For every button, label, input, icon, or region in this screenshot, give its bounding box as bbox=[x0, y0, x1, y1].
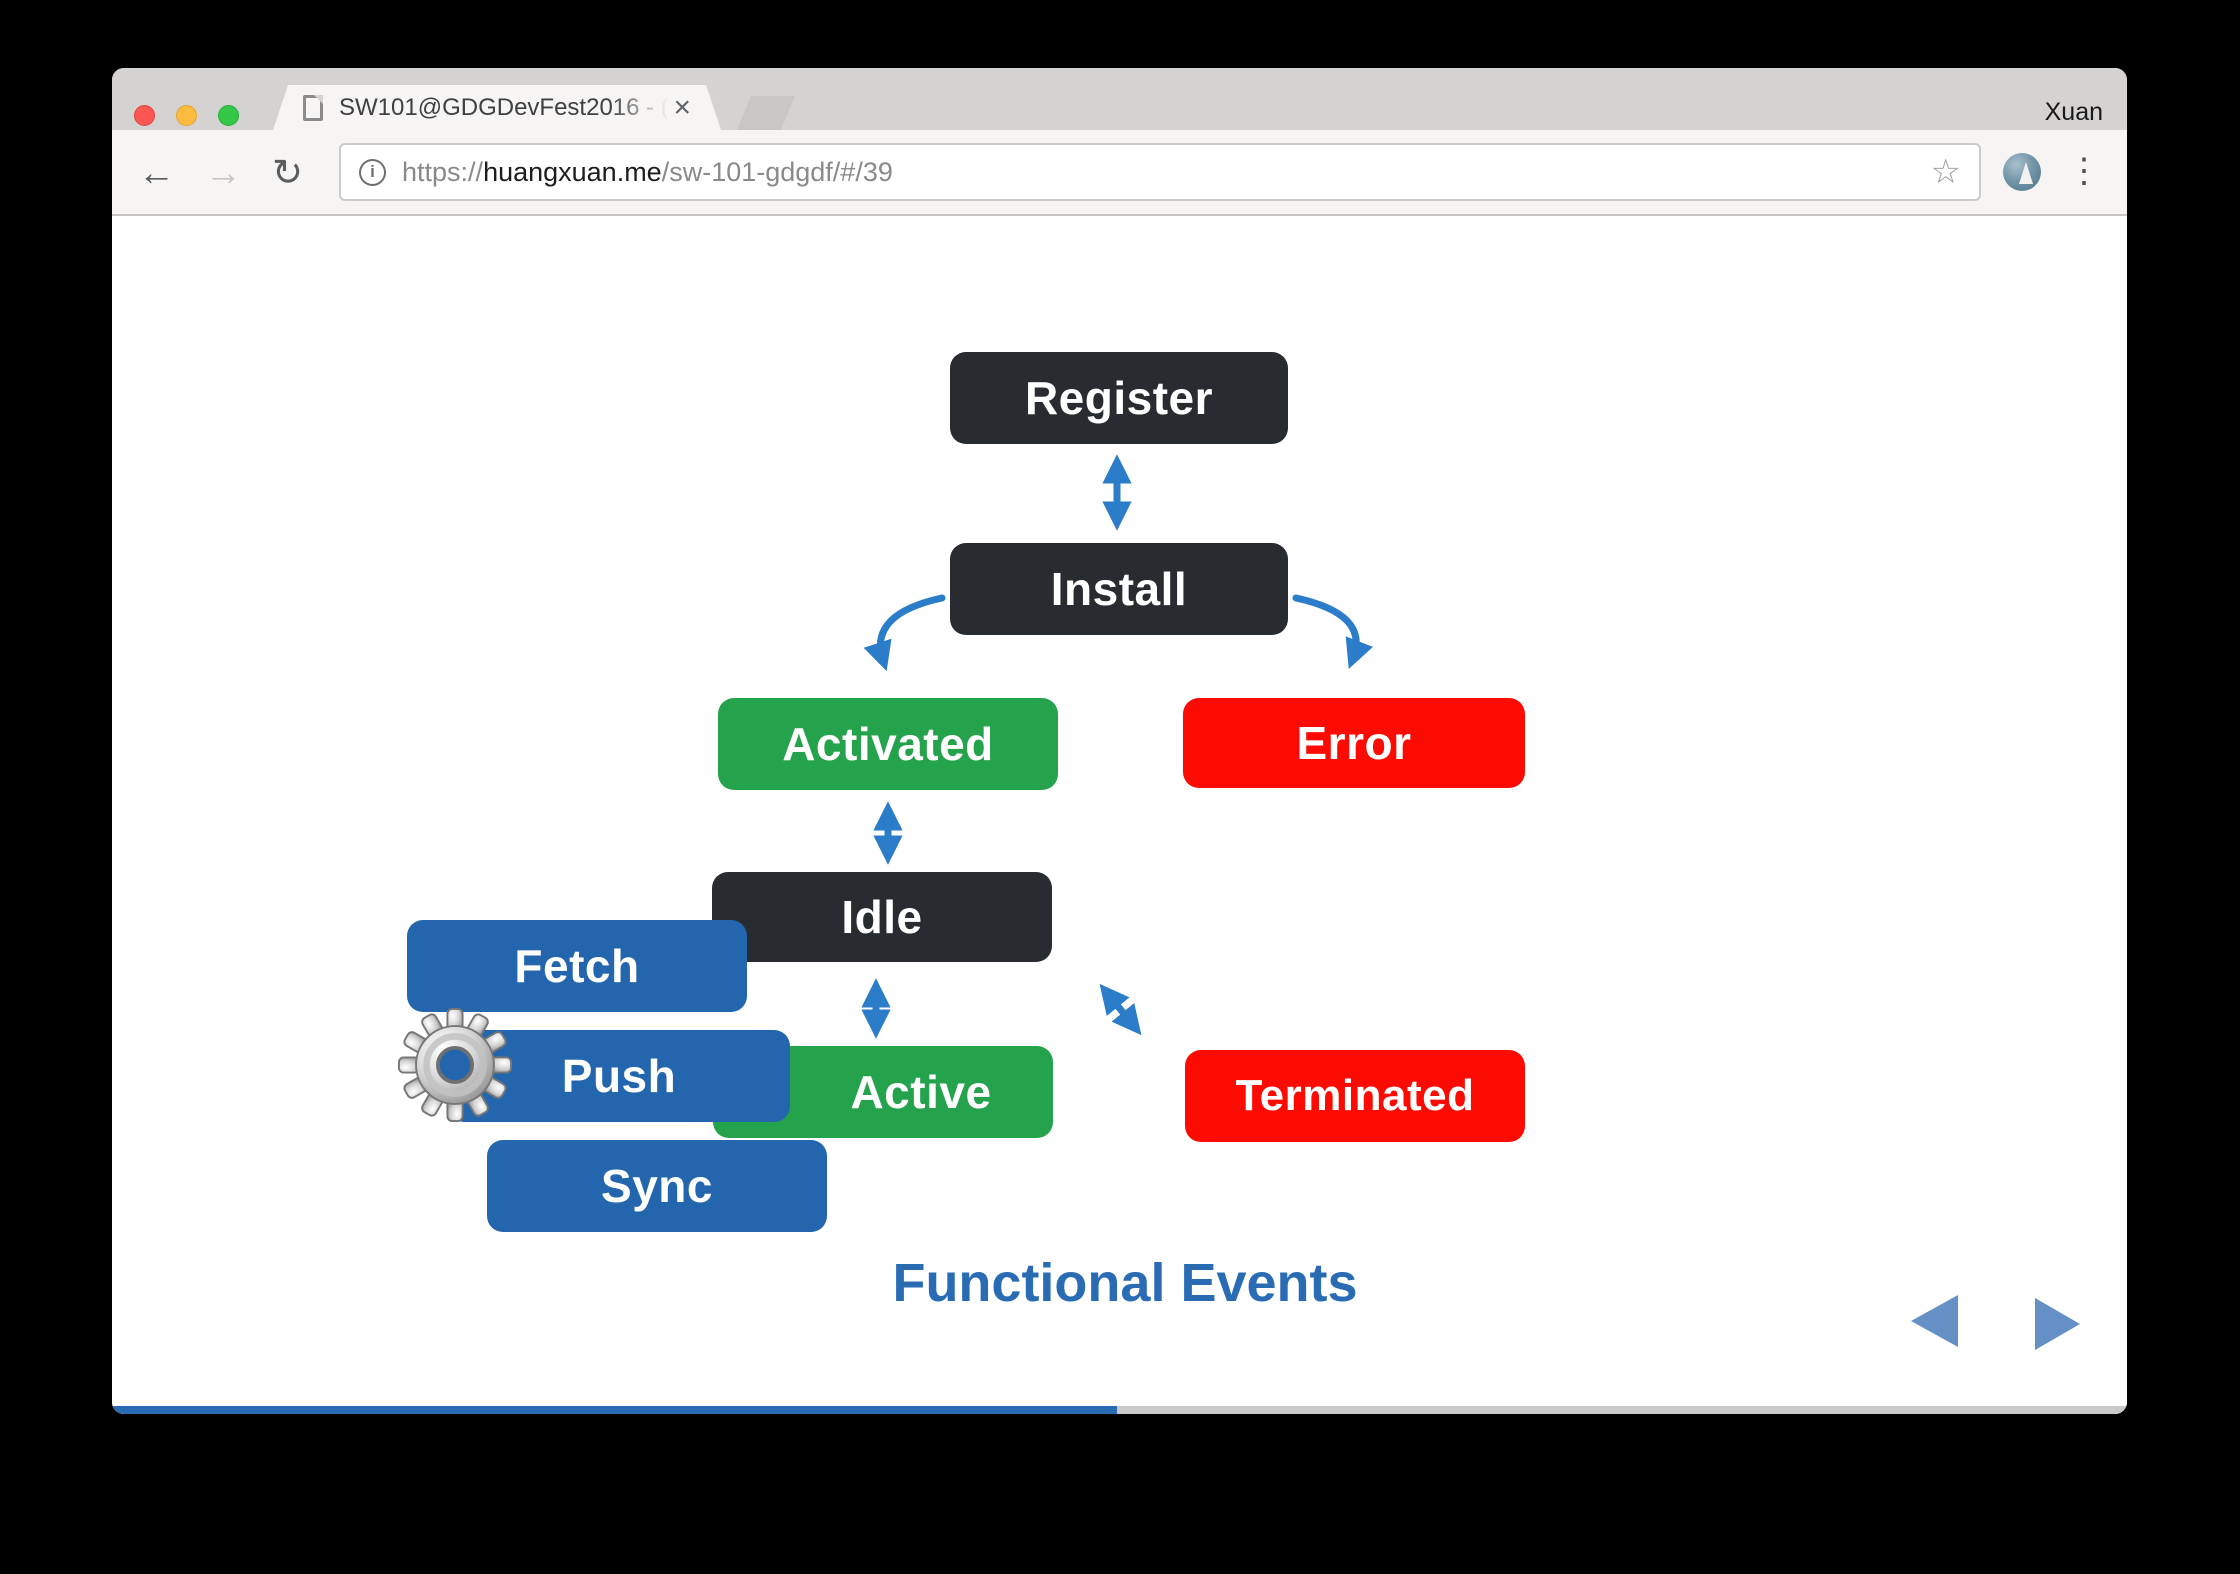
browser-toolbar: ← → ↻ i https://huangxuan.me/sw-101-gdgd… bbox=[112, 130, 2127, 216]
state-box-terminated: Terminated bbox=[1185, 1050, 1525, 1142]
arrow-idle-terminated bbox=[1099, 983, 1142, 1036]
state-box-error: Error bbox=[1183, 698, 1525, 788]
forward-icon[interactable]: → bbox=[205, 151, 242, 193]
close-window-button[interactable] bbox=[134, 105, 155, 126]
slide-progress-fill bbox=[112, 1406, 1117, 1414]
bookmark-star-icon[interactable]: ☆ bbox=[1930, 153, 1961, 191]
browser-window: SW101@GDGDevFest2016 - ( × Xuan ← → ↻ i … bbox=[112, 68, 2127, 1414]
window-controls bbox=[134, 105, 239, 126]
minimize-window-button[interactable] bbox=[176, 105, 197, 126]
url-host: huangxuan.me bbox=[483, 156, 662, 187]
next-slide-button[interactable] bbox=[2035, 1298, 2080, 1350]
slide-caption: Functional Events bbox=[892, 1253, 1358, 1313]
state-box-register: Register bbox=[950, 352, 1288, 444]
tab-close-icon[interactable]: × bbox=[673, 90, 691, 124]
gear-icon bbox=[398, 1008, 512, 1122]
profile-name: Xuan bbox=[2044, 98, 2103, 126]
url-bar[interactable]: i https://huangxuan.me/sw-101-gdgdf/#/39… bbox=[339, 143, 1981, 201]
event-box-sync: Sync bbox=[487, 1140, 827, 1232]
arrow-install-error bbox=[1292, 594, 1374, 669]
back-icon[interactable]: ← bbox=[138, 151, 175, 193]
reload-icon[interactable]: ↻ bbox=[272, 151, 304, 193]
fullscreen-window-button[interactable] bbox=[218, 105, 239, 126]
new-tab-button[interactable] bbox=[737, 96, 795, 130]
slide-progress-bar[interactable] bbox=[112, 1406, 2127, 1414]
url-scheme: https:// bbox=[402, 156, 484, 187]
event-box-fetch: Fetch bbox=[407, 920, 747, 1012]
avatar[interactable] bbox=[2003, 153, 2041, 191]
state-box-install: Install bbox=[950, 543, 1288, 635]
page-favicon-icon bbox=[303, 95, 323, 121]
tab-title: SW101@GDGDevFest2016 - ( bbox=[339, 93, 669, 121]
url-text: https://huangxuan.me/sw-101-gdgdf/#/39 bbox=[402, 157, 893, 188]
state-box-activated: Activated bbox=[718, 698, 1058, 790]
slide-content: Idle Fetch Active Push Sync Register Ins… bbox=[112, 216, 2127, 1414]
url-path: /sw-101-gdgdf/#/39 bbox=[661, 156, 893, 187]
page-info-icon[interactable]: i bbox=[359, 158, 387, 186]
active-tab[interactable]: SW101@GDGDevFest2016 - ( × bbox=[273, 85, 721, 130]
menu-dots-icon[interactable]: ⋮ bbox=[2067, 152, 2101, 191]
tab-strip: SW101@GDGDevFest2016 - ( × Xuan bbox=[112, 68, 2127, 130]
arrow-install-activated bbox=[863, 594, 946, 672]
state-box-idle: Idle bbox=[712, 872, 1052, 962]
prev-slide-button[interactable] bbox=[1911, 1295, 1958, 1347]
